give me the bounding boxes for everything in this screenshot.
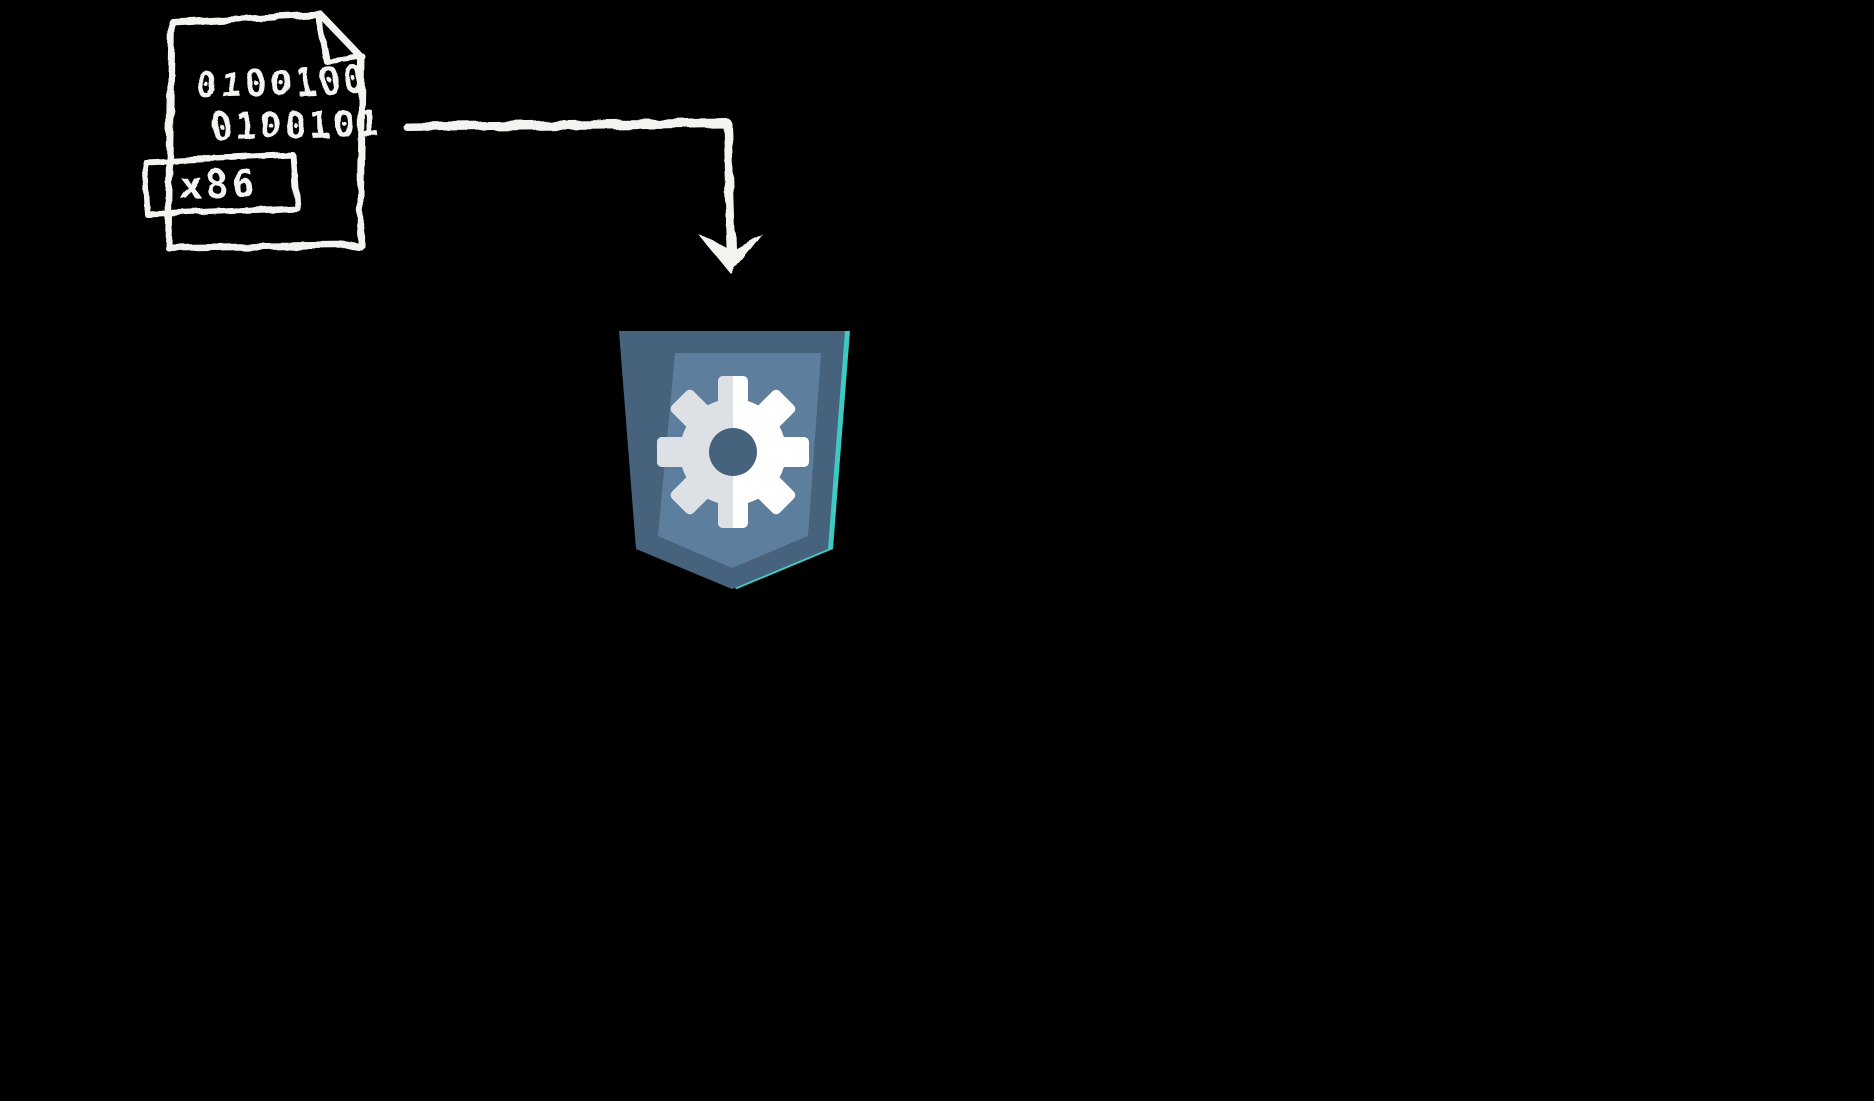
binary-text-line2: 0100101 [210, 104, 383, 148]
binary-file-sketch: 0100100 0100101 x86 [142, 10, 383, 251]
binary-text-line1: 0100100 [195, 60, 369, 107]
document-fold-icon [315, 13, 366, 65]
compiler-shield-icon [619, 331, 850, 589]
flow-arrow-icon [403, 118, 763, 274]
x86-label: x86 [179, 162, 258, 209]
flow-arrow-shaft [403, 118, 736, 253]
flow-arrowhead [698, 233, 763, 274]
gear-hub-hole [709, 428, 757, 476]
gear-icon [657, 376, 809, 528]
x86-label-box [142, 152, 300, 218]
document-outline [164, 10, 366, 251]
